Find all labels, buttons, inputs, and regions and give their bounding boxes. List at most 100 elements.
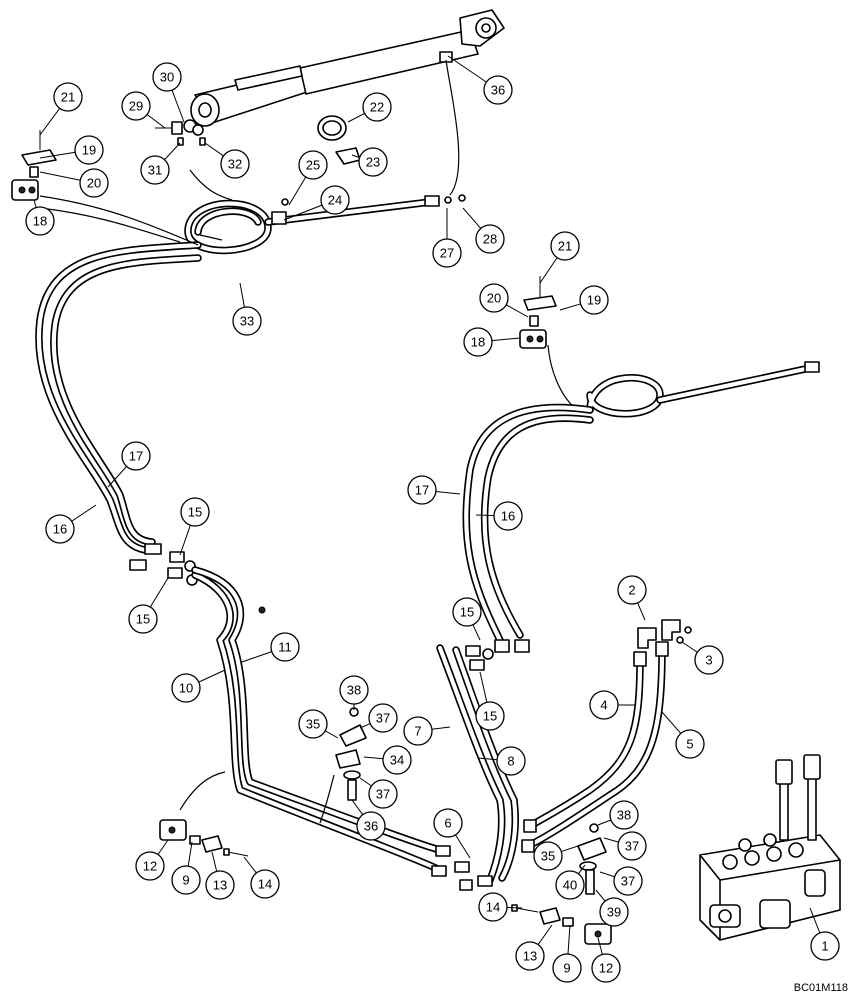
leader-line <box>204 142 224 157</box>
leader-line <box>462 207 482 229</box>
callout-35: 35 <box>298 709 339 739</box>
leader-line <box>239 282 245 308</box>
callout-label: 25 <box>306 158 320 173</box>
leader-line <box>359 777 372 787</box>
callout-circle <box>550 231 580 261</box>
callout-label: 33 <box>240 314 254 329</box>
callout-label: 37 <box>376 711 390 726</box>
callout-39: 39 <box>595 889 629 927</box>
leader-line <box>198 669 226 683</box>
clamp-right <box>511 904 612 945</box>
callout-label: 18 <box>471 335 485 350</box>
callout-circle <box>452 597 482 627</box>
callout-circle <box>475 224 505 254</box>
callout-label: 18 <box>33 214 47 229</box>
callout-circle <box>613 866 643 896</box>
callout-label: 13 <box>213 878 227 893</box>
callout-circle <box>810 931 840 961</box>
callout-5: 5 <box>661 711 705 759</box>
valve-clamp-left <box>335 707 367 801</box>
leader-line <box>351 799 364 815</box>
callout-circle <box>675 729 705 759</box>
leader-line <box>561 845 579 853</box>
callout-label: 15 <box>483 709 497 724</box>
callout-20: 20 <box>479 283 529 318</box>
callout-38: 38 <box>597 800 639 830</box>
callout-label: 20 <box>487 291 501 306</box>
leader-line <box>33 199 37 208</box>
callout-circle <box>180 497 210 527</box>
callout-label: 20 <box>87 176 101 191</box>
leader-line <box>435 490 461 495</box>
leader-line <box>809 907 821 934</box>
callout-8: 8 <box>477 746 526 776</box>
leader-line <box>597 937 603 955</box>
lines-4-5 <box>521 641 669 853</box>
callout-30: 30 <box>152 62 185 123</box>
callout-label: 3 <box>705 653 712 668</box>
callout-25: 25 <box>288 150 328 206</box>
callout-15: 15 <box>128 577 169 634</box>
callout-circle <box>152 62 182 92</box>
callout-label: 30 <box>160 70 174 85</box>
callout-circle <box>128 604 158 634</box>
callout-label: 5 <box>686 737 693 752</box>
callout-16: 16 <box>45 504 97 544</box>
callout-label: 29 <box>129 99 143 114</box>
callout-circle <box>496 746 526 776</box>
callout-16: 16 <box>475 501 523 531</box>
callout-circle <box>356 811 386 841</box>
callout-36: 36 <box>351 799 386 841</box>
callout-37: 37 <box>359 777 398 809</box>
callout-label: 8 <box>507 754 514 769</box>
leader-line <box>107 466 127 488</box>
leader-line <box>211 851 218 872</box>
callout-3: 3 <box>681 641 724 675</box>
leader-line <box>537 924 553 945</box>
callout-label: 15 <box>460 605 474 620</box>
callout-circle <box>382 745 412 775</box>
callout-circle <box>25 206 55 236</box>
callout-12: 12 <box>591 937 621 983</box>
callout-20: 20 <box>39 168 109 198</box>
drawing-code: BC01M118 <box>793 982 848 994</box>
bracket-upper-left <box>11 130 57 201</box>
callout-circle <box>432 238 462 268</box>
callout-13: 13 <box>205 851 235 900</box>
callout-28: 28 <box>462 207 505 254</box>
leader-line <box>477 757 498 761</box>
callout-7: 7 <box>403 716 451 746</box>
leader-line <box>347 112 365 123</box>
control-valve <box>699 754 841 941</box>
leader-line <box>491 337 521 342</box>
callout-17: 17 <box>107 441 151 488</box>
callout-label: 35 <box>541 849 555 864</box>
callout-40: 40 <box>555 864 586 900</box>
callout-21: 21 <box>39 82 83 136</box>
callout-circle <box>140 155 170 185</box>
callout-circle <box>609 800 639 830</box>
callout-circle <box>368 703 398 733</box>
callout-circle <box>362 92 392 122</box>
leader-line <box>283 204 323 221</box>
callout-label: 15 <box>136 612 150 627</box>
callout-19: 19 <box>39 135 104 165</box>
callout-1: 1 <box>809 907 840 961</box>
hose-clamp-22 <box>317 115 347 141</box>
callout-23: 23 <box>351 147 388 177</box>
callout-circle <box>205 870 235 900</box>
leader-line <box>472 624 481 641</box>
callout-circle <box>74 135 104 165</box>
callout-circle <box>270 632 300 662</box>
callout-circle <box>589 690 619 720</box>
callout-27: 27 <box>432 208 462 268</box>
callout-label: 10 <box>179 681 193 696</box>
leader-line <box>171 89 185 123</box>
callout-circle <box>320 185 350 215</box>
callout-label: 7 <box>414 724 421 739</box>
leader-line <box>599 871 615 878</box>
callout-circle <box>533 841 563 871</box>
callout-circle <box>479 283 509 313</box>
callout-label: 12 <box>143 859 157 874</box>
